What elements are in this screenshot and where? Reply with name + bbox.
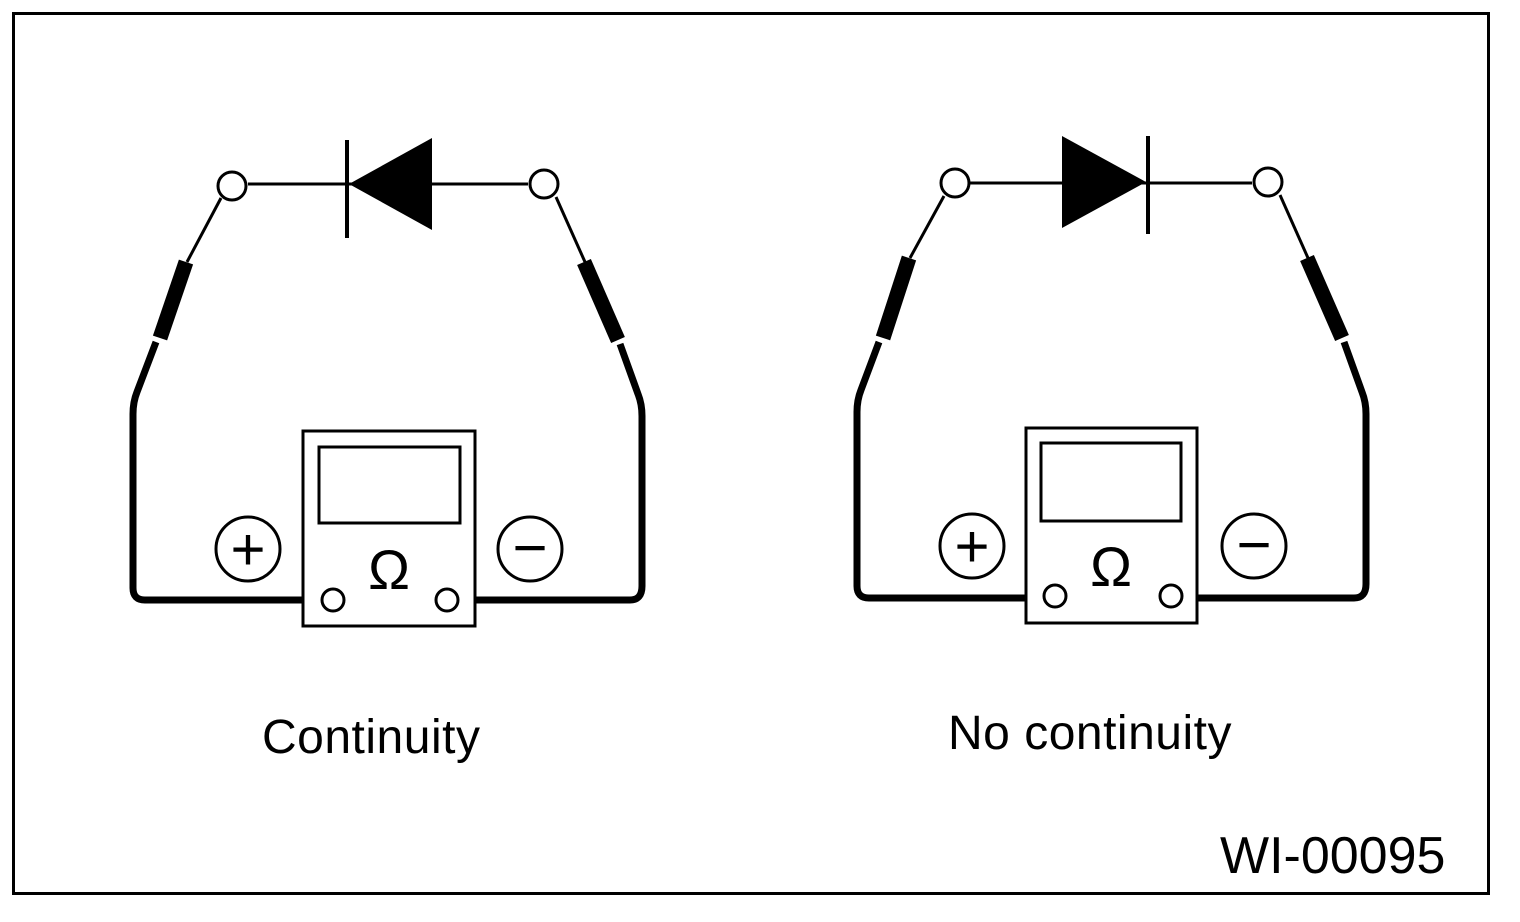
meter-jack-negative [434,587,460,613]
positive-symbol: + [230,516,265,583]
figure-id-label: WI-00095 [1220,827,1446,885]
positive-marker-circle [938,512,1006,580]
caption-continuity: Continuity [262,711,481,764]
probe-negative [462,196,646,604]
caption-no-continuity: No continuity [948,707,1232,760]
terminal-left [939,167,971,199]
ohm-symbol: Ω [1090,535,1132,598]
meter-display [317,445,462,525]
circuit-no-continuity [853,136,1370,625]
negative-marker-circle [1220,512,1288,580]
probe-positive [129,197,318,604]
meter-jack-negative [1158,583,1184,609]
probe-negative [1186,194,1370,602]
probe-positive [853,195,1042,602]
negative-marker-circle [496,515,564,583]
meter-jack-positive [320,587,346,613]
meter-jack-positive [1042,583,1068,609]
meter-display [1039,441,1183,523]
diode-symbol [1062,136,1150,234]
ohm-symbol: Ω [368,538,410,601]
terminal-left [216,170,248,202]
diode-symbol [345,138,432,238]
positive-symbol: + [954,513,989,580]
positive-marker-circle [214,515,282,583]
figure-border [12,12,1490,895]
negative-symbol: − [1236,511,1271,578]
terminal-right [528,168,560,200]
circuit-continuity [129,138,646,628]
negative-symbol: − [512,514,547,581]
terminal-right [1252,166,1284,198]
ohmmeter [1024,426,1199,625]
ohmmeter [301,429,477,628]
